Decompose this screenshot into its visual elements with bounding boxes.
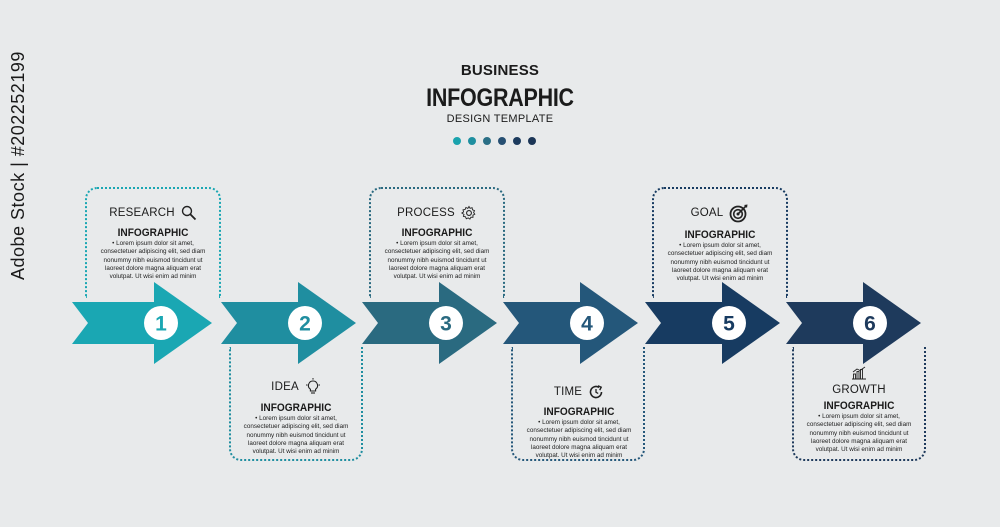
color-dots xyxy=(453,137,553,145)
step-2-number: 2 xyxy=(299,313,311,336)
step-5-text: • Lorem ipsum dolor sit amet,consectetue… xyxy=(667,242,773,283)
step-4-number: 4 xyxy=(581,313,593,336)
step-3-number-circle xyxy=(429,306,463,340)
step-6-card: GROWTH INFOGRAPHIC • Lorem ipsum dolor s… xyxy=(790,366,928,454)
step-5-label: GOAL xyxy=(690,207,724,219)
step-5-card: GOAL INFOGRAPHIC • Lorem ipsum dolor sit… xyxy=(651,203,789,283)
target-icon xyxy=(729,203,749,223)
step-5-box xyxy=(652,187,788,298)
magnifier-icon xyxy=(181,205,197,221)
step-5-title: INFOGRAPHIC xyxy=(684,229,756,241)
header-infographic: INFOGRAPHIC xyxy=(426,84,574,112)
color-dot-6 xyxy=(528,137,536,145)
step-6-box xyxy=(792,347,926,461)
step-6-number: 6 xyxy=(864,313,876,336)
step-2-text: • Lorem ipsum dolor sit amet,consectetue… xyxy=(243,415,349,456)
step-2-title: INFOGRAPHIC xyxy=(260,402,332,414)
step-3-title: INFOGRAPHIC xyxy=(401,227,473,239)
step-6-title: INFOGRAPHIC xyxy=(823,400,895,412)
step-3-label: PROCESS xyxy=(397,207,455,219)
step-4-card: TIME INFOGRAPHIC • Lorem ipsum dolor sit… xyxy=(510,384,648,460)
step-1-text: • Lorem ipsum dolor sit amet,consectetue… xyxy=(100,240,206,281)
step-4-box xyxy=(511,347,645,461)
color-dot-4 xyxy=(498,137,506,145)
step-4-text: • Lorem ipsum dolor sit amet,consectetue… xyxy=(526,419,632,460)
step-1-number-circle xyxy=(144,306,178,340)
step-3-text: • Lorem ipsum dolor sit amet,consectetue… xyxy=(384,240,490,281)
step-3-box xyxy=(369,187,505,298)
color-dot-3 xyxy=(483,137,491,145)
step-1-title: INFOGRAPHIC xyxy=(117,227,189,239)
step-2-card: IDEA INFOGRAPHIC • Lorem ipsum dolor sit… xyxy=(227,378,365,456)
step-6-number-circle xyxy=(853,306,887,340)
step-2-label: IDEA xyxy=(271,381,299,393)
color-dot-5 xyxy=(513,137,521,145)
stock-watermark-id: Adobe Stock | #202252199 xyxy=(8,51,28,280)
step-1-number: 1 xyxy=(155,313,167,336)
clock-icon xyxy=(588,384,604,400)
step-6-label: GROWTH xyxy=(832,384,886,396)
step-6-text: • Lorem ipsum dolor sit amet,consectetue… xyxy=(806,413,912,454)
color-dot-1 xyxy=(453,137,461,145)
lightbulb-icon xyxy=(305,378,321,396)
gear-icon xyxy=(460,205,477,221)
step-3-number: 3 xyxy=(440,313,452,336)
step-5-number-circle xyxy=(712,306,746,340)
step-3-card: PROCESS INFOGRAPHIC • Lorem ipsum dolor … xyxy=(368,205,506,281)
header-business: BUSINESS xyxy=(460,62,540,79)
step-5-number: 5 xyxy=(723,313,735,336)
color-dot-2 xyxy=(468,137,476,145)
step-1-label: RESEARCH xyxy=(109,207,175,219)
step-4-label: TIME xyxy=(553,386,583,398)
header-design-template: DESIGN TEMPLATE xyxy=(446,113,554,125)
step-4-number-circle xyxy=(570,306,604,340)
step-1-box xyxy=(85,187,221,298)
step-4-title: INFOGRAPHIC xyxy=(543,406,615,418)
step-2-number-circle xyxy=(288,306,322,340)
step-2-box xyxy=(229,347,363,461)
step-1-arrow xyxy=(72,282,212,364)
bar-chart-icon xyxy=(851,366,867,380)
step-1-card: RESEARCH INFOGRAPHIC • Lorem ipsum dolor… xyxy=(84,205,222,281)
